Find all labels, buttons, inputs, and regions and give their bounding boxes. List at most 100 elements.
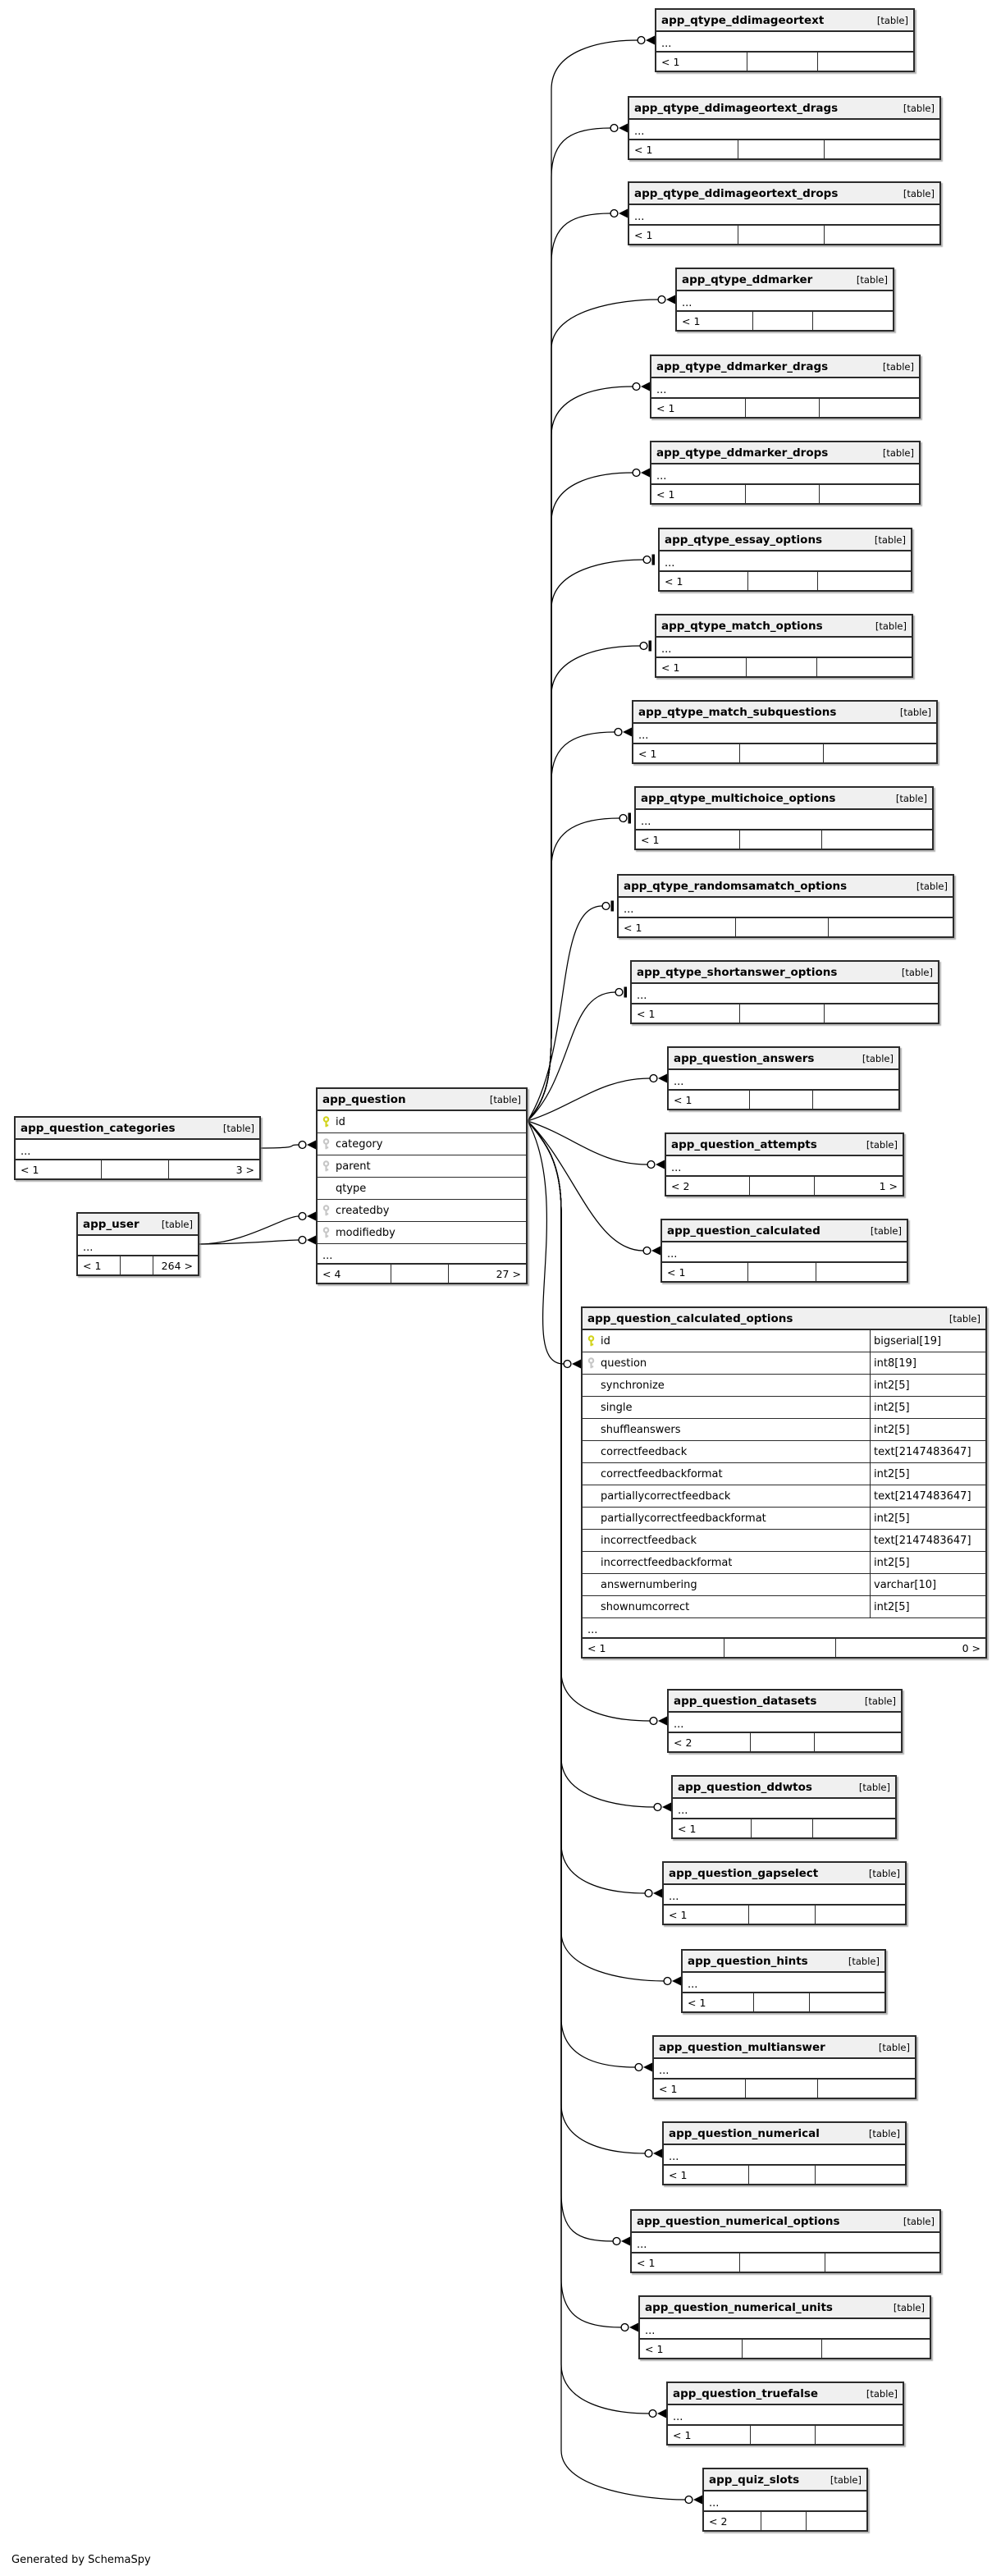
table-app_question_calculated_options[interactable]: app_question_calculated_options [table] … xyxy=(581,1306,987,1659)
zero-circle-icon xyxy=(637,35,646,45)
table-app_qtype_shortanswer_options[interactable]: app_qtype_shortanswer_options [table]...… xyxy=(630,960,939,1024)
table-app_user[interactable]: app_user [table]... < 1 264 > xyxy=(76,1212,199,1276)
table-app_qtype_ddimageortext_drops[interactable]: app_qtype_ddimageortext_drops [table]...… xyxy=(628,181,941,245)
table-app_qtype_match_subquestions[interactable]: app_qtype_match_subquestions [table]... … xyxy=(632,700,938,764)
ellipsis-row: ... xyxy=(654,2059,915,2080)
table-app_qtype_ddmarker_drags[interactable]: app_qtype_ddmarker_drags [table]... < 1 xyxy=(650,355,921,419)
table-app_question_numerical_options[interactable]: app_question_numerical_options [table]..… xyxy=(630,2209,941,2273)
table-badge: [table] xyxy=(868,1867,900,1879)
table-app_quiz_slots[interactable]: app_quiz_slots [table]... < 2 xyxy=(702,2468,868,2532)
zero-circle-icon xyxy=(610,123,619,133)
table-name[interactable]: app_question xyxy=(322,1092,406,1106)
table-name[interactable]: app_qtype_ddimageortext_drops xyxy=(634,186,839,200)
table-app_question_calculated[interactable]: app_question_calculated [table]... < 1 xyxy=(660,1219,908,1283)
column-name: correctfeedback xyxy=(601,1445,688,1458)
children-count: < 4 xyxy=(322,1267,341,1280)
table-app_question_attempts[interactable]: app_question_attempts [table]... < 2 1 > xyxy=(665,1132,904,1196)
table-header: app_qtype_ddmarker_drags [table] xyxy=(651,356,919,378)
table-name[interactable]: app_question_calculated_options xyxy=(587,1311,793,1325)
parents-count xyxy=(822,830,932,849)
column-row-createdby: createdby xyxy=(318,1200,526,1222)
zero-circle-icon xyxy=(610,208,619,218)
table-app_question_ddwtos[interactable]: app_question_ddwtos [table]... < 1 xyxy=(671,1775,897,1839)
table-app_qtype_randomsamatch_options[interactable]: app_qtype_randomsamatch_options [table].… xyxy=(617,874,954,938)
column-name: single xyxy=(601,1401,633,1414)
table-app_question_gapselect[interactable]: app_question_gapselect [table]... < 1 xyxy=(662,1861,907,1925)
table-name[interactable]: app_question_answers xyxy=(674,1051,815,1065)
stats-row: < 1 xyxy=(656,53,913,71)
table-name[interactable]: app_qtype_ddmarker xyxy=(682,272,813,286)
stats-middle xyxy=(723,1639,837,1657)
table-name[interactable]: app_question_calculated xyxy=(667,1224,820,1238)
stats-row: < 1 xyxy=(662,1263,907,1281)
parents-count: 3 > xyxy=(235,1163,254,1176)
crowfoot-many-icon xyxy=(621,2236,630,2246)
table-name[interactable]: app_qtype_match_subquestions xyxy=(638,705,837,719)
column-name: incorrectfeedbackformat xyxy=(601,1556,733,1569)
table-name[interactable]: app_qtype_ddmarker_drops xyxy=(656,446,829,460)
children-count: < 1 xyxy=(678,1822,697,1835)
table-app_qtype_essay_options[interactable]: app_qtype_essay_options [table]... < 1 xyxy=(658,528,912,592)
table-badge: [table] xyxy=(878,2041,910,2053)
table-app_qtype_multichoice_options[interactable]: app_qtype_multichoice_options [table]...… xyxy=(634,786,934,850)
table-name[interactable]: app_qtype_shortanswer_options xyxy=(637,965,838,979)
table-name[interactable]: app_question_categories xyxy=(21,1121,176,1135)
column-row-id: id xyxy=(318,1111,526,1133)
table-app_question_datasets[interactable]: app_question_datasets [table]... < 2 xyxy=(667,1689,903,1753)
table-app_qtype_ddimageortext[interactable]: app_qtype_ddimageortext [table]... < 1 xyxy=(655,8,915,72)
table-name[interactable]: app_question_numerical xyxy=(669,2126,820,2140)
table-app_qtype_ddimageortext_drags[interactable]: app_qtype_ddimageortext_drags [table]...… xyxy=(628,96,941,160)
table-name[interactable]: app_question_numerical_options xyxy=(637,2214,840,2228)
table-name[interactable]: app_qtype_ddmarker_drags xyxy=(656,359,829,373)
table-name[interactable]: app_question_datasets xyxy=(674,1694,817,1708)
children-count: < 1 xyxy=(634,143,653,156)
table-name[interactable]: app_question_ddwtos xyxy=(678,1780,812,1794)
table-name[interactable]: app_qtype_essay_options xyxy=(665,533,823,547)
table-app_question_categories[interactable]: app_question_categories [table]... < 1 3… xyxy=(14,1116,261,1180)
parents-count xyxy=(813,1091,898,1109)
table-name[interactable]: app_question_hints xyxy=(688,1954,808,1968)
zero-circle-icon xyxy=(649,1073,658,1083)
table-app_qtype_ddmarker[interactable]: app_qtype_ddmarker [table]... < 1 xyxy=(675,268,894,332)
zero-circle-icon xyxy=(642,555,651,565)
stats-row: < 1 xyxy=(640,2340,930,2358)
column-row-qtype: qtype xyxy=(318,1178,526,1200)
table-app_question_numerical_units[interactable]: app_question_numerical_units [table]... … xyxy=(638,2295,931,2359)
table-name[interactable]: app_question_multianswer xyxy=(659,2040,825,2054)
ellipsis-row: ... xyxy=(666,1156,903,1177)
ellipsis-row: ... xyxy=(656,638,912,658)
stats-middle xyxy=(745,658,817,676)
table-app_question_numerical[interactable]: app_question_numerical [table]... < 1 xyxy=(662,2121,907,2185)
stats-middle xyxy=(747,1263,816,1281)
zero-circle-icon xyxy=(634,2062,643,2072)
table-app_qtype_match_options[interactable]: app_qtype_match_options [table]... < 1 xyxy=(655,614,913,678)
table-name[interactable]: app_question_numerical_units xyxy=(645,2300,833,2314)
crowfoot-many-icon xyxy=(623,727,632,737)
table-badge: [table] xyxy=(899,706,931,718)
table-name[interactable]: app_qtype_multichoice_options xyxy=(641,791,836,805)
one-bar-icon xyxy=(648,640,651,652)
table-name[interactable]: app_user xyxy=(83,1217,139,1231)
table-app_question_hints[interactable]: app_question_hints [table]... < 1 xyxy=(681,1949,886,2013)
stats-middle xyxy=(739,830,823,849)
table-badge: [table] xyxy=(856,273,888,286)
table-name[interactable]: app_qtype_ddimageortext xyxy=(661,13,825,27)
table-app_question_answers[interactable]: app_question_answers [table]... < 1 xyxy=(667,1046,900,1110)
ellipsis-row: ... xyxy=(651,378,919,399)
table-name[interactable]: app_qtype_match_options xyxy=(661,619,823,633)
table-name[interactable]: app_qtype_ddimageortext_drags xyxy=(634,101,839,115)
table-app_question_truefalse[interactable]: app_question_truefalse [table]... < 1 xyxy=(666,2382,904,2446)
children-count: < 1 xyxy=(645,2342,664,2355)
table-name[interactable]: app_question_gapselect xyxy=(669,1866,819,1880)
table-name[interactable]: app_quiz_slots xyxy=(709,2473,800,2487)
table-app_qtype_ddmarker_drops[interactable]: app_qtype_ddmarker_drops [table]... < 1 xyxy=(650,441,921,505)
table-name[interactable]: app_qtype_randomsamatch_options xyxy=(624,879,848,893)
parents-count: 27 > xyxy=(496,1267,521,1280)
table-name[interactable]: app_question_truefalse xyxy=(673,2386,819,2400)
table-name[interactable]: app_question_attempts xyxy=(671,1137,817,1151)
children-count: < 1 xyxy=(21,1163,39,1176)
table-app_question[interactable]: app_question [table] id category parent … xyxy=(316,1087,528,1284)
table-app_question_multianswer[interactable]: app_question_multianswer [table]... < 1 xyxy=(652,2035,916,2099)
